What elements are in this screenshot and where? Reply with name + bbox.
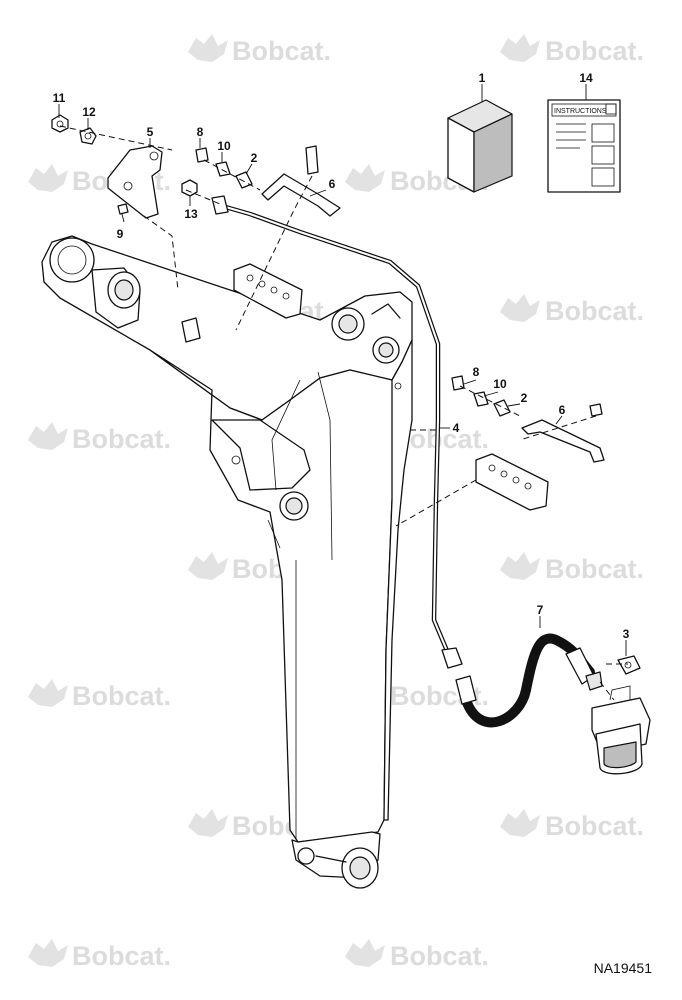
watermark-text: Bobcat. [545, 554, 644, 584]
callout-6: 6 [329, 177, 336, 191]
watermark-logo [500, 294, 540, 322]
instructions-label: INSTRUCTIONS [554, 108, 607, 115]
kit-box [447, 99, 513, 193]
callout-10: 10 [217, 139, 231, 153]
watermark-logo [345, 164, 385, 192]
callout-6b: 6 [559, 403, 566, 417]
watermark-text: Bobcat. [232, 36, 331, 66]
callout-13: 13 [184, 207, 198, 221]
watermark-text: Bobcat. [545, 811, 644, 841]
hose [455, 633, 603, 728]
callout-4: 4 [453, 421, 460, 435]
excavator-arm [41, 235, 413, 889]
watermark-logo [500, 34, 540, 62]
callout-5: 5 [147, 125, 154, 139]
watermark-logo [28, 422, 68, 450]
reference-number: NA19451 [593, 960, 652, 976]
watermark-logo [28, 164, 68, 192]
callout-labels: 1 14 11 12 5 8 10 2 6 9 13 4 8 10 2 6 7 … [53, 71, 630, 641]
callout-2b: 2 [521, 391, 528, 405]
leader-lines [58, 84, 627, 656]
watermark-text: Bobcat. [545, 36, 644, 66]
tube-line [219, 203, 463, 669]
watermark-text: Bobcat. [390, 941, 489, 971]
instructions-sheet: INSTRUCTIONS [547, 99, 621, 193]
callout-14: 14 [579, 71, 593, 85]
watermark-logo [500, 809, 540, 837]
watermark-text: Bobcat. [545, 296, 644, 326]
callout-9: 9 [117, 227, 124, 241]
watermark-logo [188, 34, 228, 62]
filter-assembly [591, 655, 651, 775]
callout-8b: 8 [473, 365, 480, 379]
top-hardware [51, 114, 341, 319]
watermark-logo [28, 939, 68, 967]
callout-8: 8 [197, 125, 204, 139]
callout-2: 2 [251, 151, 258, 165]
callout-10b: 10 [493, 377, 507, 391]
watermark-logo [188, 552, 228, 580]
watermark-text: Bobcat. [72, 681, 171, 711]
watermark-text: Bobcat. [72, 424, 171, 454]
callout-7: 7 [537, 603, 544, 617]
mid-hardware [451, 375, 605, 511]
watermark-logo [28, 679, 68, 707]
watermark-logo [188, 809, 228, 837]
callout-11: 11 [53, 91, 66, 105]
watermark-logo [500, 552, 540, 580]
callout-1: 1 [479, 71, 486, 85]
watermark-logo [345, 939, 385, 967]
callout-3: 3 [623, 627, 630, 641]
assembly-lines [59, 125, 628, 701]
watermark-text: Bobcat. [72, 941, 171, 971]
callout-12: 12 [82, 105, 96, 119]
